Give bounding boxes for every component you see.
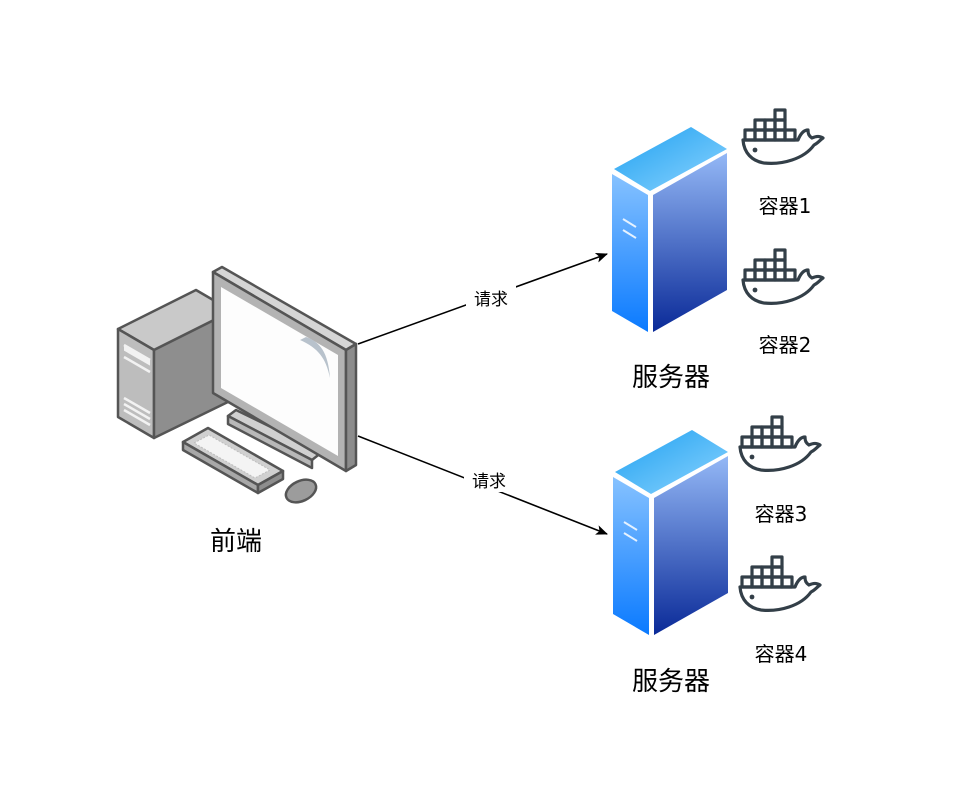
edge-request-2: 请求 bbox=[357, 435, 608, 535]
edge-label-bg bbox=[466, 286, 516, 310]
server-label: 服务器 bbox=[632, 667, 710, 697]
container-label: 容器2 bbox=[759, 333, 812, 357]
container-label: 容器4 bbox=[755, 642, 808, 666]
edge-request-1: 请求 bbox=[357, 253, 608, 345]
server-tower-icon bbox=[612, 429, 729, 636]
container-3: 容器3 bbox=[738, 415, 822, 526]
frontend-label: 前端 bbox=[210, 527, 262, 557]
server-node-2: 服务器 容器3 容器4 bbox=[612, 415, 822, 697]
monitor bbox=[211, 265, 358, 473]
docker-whale-icon bbox=[741, 248, 825, 305]
desktop-computer-icon bbox=[116, 265, 358, 504]
container-1: 容器1 bbox=[741, 108, 825, 218]
server-label: 服务器 bbox=[632, 363, 710, 393]
docker-whale-icon bbox=[738, 555, 822, 612]
edge-label: 请求 bbox=[474, 290, 508, 310]
edge-label-bg bbox=[464, 468, 514, 492]
docker-whale-icon bbox=[738, 415, 822, 472]
container-4: 容器4 bbox=[738, 555, 822, 666]
keyboard bbox=[181, 426, 285, 495]
server-tower-icon bbox=[611, 126, 728, 333]
container-label: 容器3 bbox=[755, 502, 808, 526]
container-label: 容器1 bbox=[759, 194, 812, 218]
docker-whale-icon bbox=[741, 108, 825, 165]
container-2: 容器2 bbox=[741, 248, 825, 357]
mouse bbox=[284, 478, 318, 504]
server-node-1: 服务器 容器1 容器2 bbox=[611, 108, 825, 393]
edge-label: 请求 bbox=[472, 472, 506, 492]
